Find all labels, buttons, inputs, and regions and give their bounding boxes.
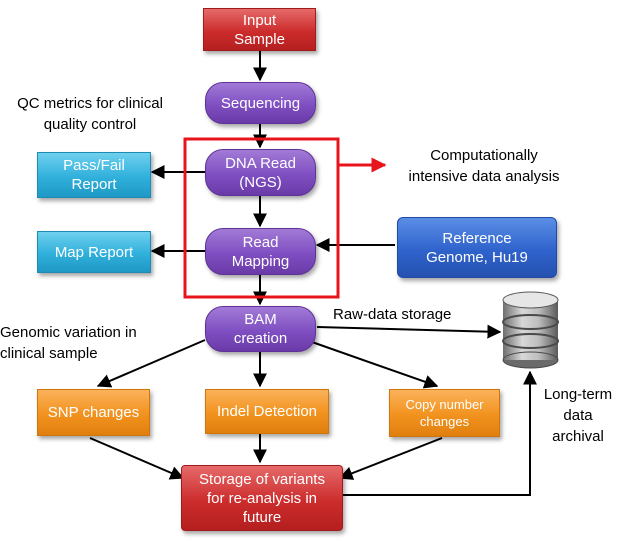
dna-read-box: DNA Read (NGS): [205, 149, 316, 196]
long-term-archival-label: Long-term data archival: [543, 386, 613, 445]
bam-creation-box: BAM creation: [205, 306, 316, 352]
arrow-bam-to-snp: [96, 339, 206, 388]
arrow-copynumber-to-storage: [338, 437, 443, 480]
arrow-snp-to-storage: [89, 437, 185, 480]
genomic-variation-label: Genomic variation in clinical sample: [0, 324, 137, 362]
copy-number-changes-box: Copy number changes: [389, 389, 500, 437]
reference-genome-box: Reference Genome, Hu19: [397, 217, 557, 278]
sequencing-box: Sequencing: [205, 82, 316, 124]
computational-label: Computationally intensive data analysis: [408, 147, 560, 185]
input-sample-box: Input Sample: [203, 8, 316, 51]
database-icon: [502, 291, 559, 369]
arrow-bam-to-copynumber: [311, 341, 439, 389]
qc-metrics-label: QC metrics for clinical quality control: [17, 95, 163, 133]
snp-changes-box: SNP changes: [37, 389, 150, 436]
read-mapping-box: Read Mapping: [205, 228, 316, 275]
computational-highlight-frame: [183, 137, 340, 299]
pass-fail-report-box: Pass/Fail Report: [37, 152, 151, 198]
storage-of-variants-box: Storage of variants for re-analysis in f…: [181, 465, 343, 531]
arrow-bam-to-database: [316, 324, 502, 339]
indel-detection-box: Indel Detection: [205, 389, 329, 434]
raw-data-storage-label: Raw-data storage: [333, 306, 452, 323]
map-report-box: Map Report: [37, 231, 151, 273]
arrow-storage-to-database: [342, 370, 537, 496]
